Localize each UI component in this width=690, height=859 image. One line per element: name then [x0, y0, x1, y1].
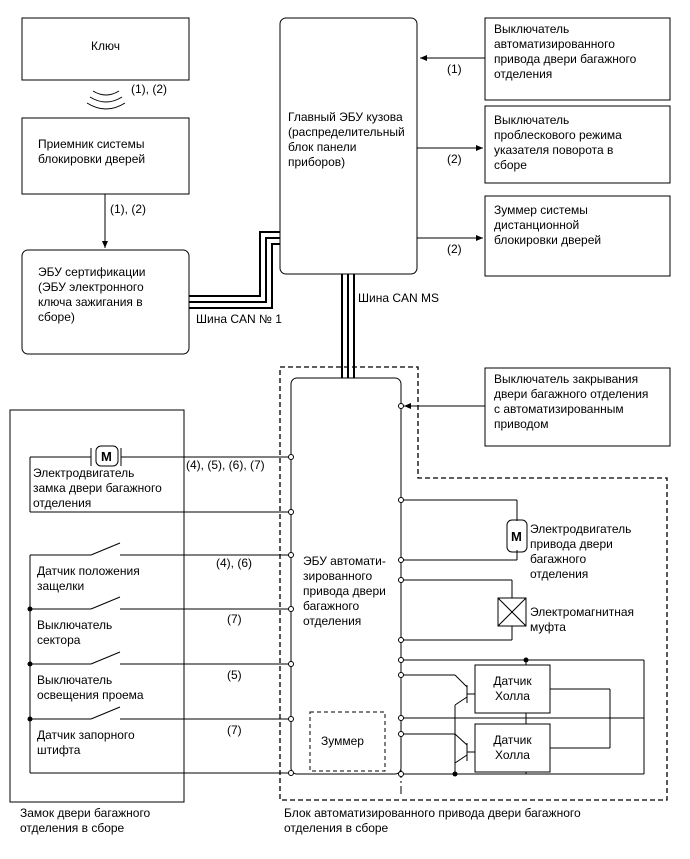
switch-power-door-label: Выключатель автоматизированного привода …	[494, 22, 637, 81]
can1-bus	[189, 231, 280, 297]
buzzer-label: Зуммер	[321, 734, 364, 748]
key-box	[21, 17, 190, 81]
lock-motor-label: Электродвигатель замка двери багажного о…	[33, 466, 162, 510]
latch-sensor-label: Датчик положения защелки	[37, 564, 140, 593]
closer-switch-label: Выключатель закрывания двери багажного о…	[494, 372, 649, 431]
right-motor-symbol: M	[511, 529, 522, 544]
buzzer-box	[309, 711, 386, 772]
main-ecu-label: Главный ЭБУ кузова (распределительный бл…	[288, 110, 405, 169]
signal-2b-label: (2)	[447, 242, 462, 256]
can-ms-label: Шина CAN MS	[358, 291, 440, 305]
cert-ecu-label: ЭБУ сертификации (ЭБУ электронного ключа…	[38, 265, 146, 324]
hazard-switch-box	[484, 105, 671, 184]
switch-power-door-box	[484, 17, 671, 101]
clutch-label: Электромагнитная муфта	[530, 605, 635, 634]
receiver-label: Приемник системы блокировки дверей	[38, 137, 146, 166]
sector-signal-label: (7)	[227, 612, 242, 626]
power-door-ecu-box	[290, 377, 402, 775]
pin-sensor-label: Датчик запорного штифта	[37, 728, 135, 757]
buzzer-remote-label: Зуммер системы дистанционной блокировки …	[494, 203, 602, 247]
receiver-signal-label: (1), (2)	[110, 202, 146, 216]
buzzer-remote-box	[484, 195, 671, 277]
power-door-ecu-label: ЭБУ автомати- зированного привода двери …	[303, 554, 386, 628]
light-signal-label: (5)	[227, 668, 242, 682]
can1-label: Шина CAN № 1	[196, 312, 282, 326]
signal-1-label: (1)	[447, 62, 462, 76]
hazard-switch-label: Выключатель проблескового режима указате…	[494, 113, 622, 172]
lock-assembly-box	[9, 409, 185, 803]
pin-signal-label: (7)	[227, 723, 242, 737]
key-signal-label: (1), (2)	[131, 82, 167, 96]
lock-motor-signal-label: (4), (5), (6), (7)	[186, 458, 265, 472]
right-motor-label: Электродвигатель привода двери багажного…	[530, 522, 632, 581]
closer-switch-box	[484, 367, 671, 447]
power-unit-label: Блок автоматизированного привода двери б…	[284, 806, 581, 835]
lock-motor-symbol: M	[101, 449, 112, 464]
light-switch-label: Выключатель освещения проема	[37, 673, 144, 702]
hall-sensor-2-label: Датчик Холла	[493, 733, 532, 762]
power-unit-outline	[279, 366, 668, 801]
hall-sensor-1-label: Датчик Холла	[493, 674, 532, 703]
latch-signal-label: (4), (6)	[216, 556, 252, 570]
signal-2a-label: (2)	[447, 152, 462, 166]
lock-assembly-label: Замок двери багажного отделения в сборе	[20, 806, 151, 835]
key-label: Ключ	[91, 39, 120, 53]
sector-switch-label: Выключатель сектора	[37, 618, 113, 647]
